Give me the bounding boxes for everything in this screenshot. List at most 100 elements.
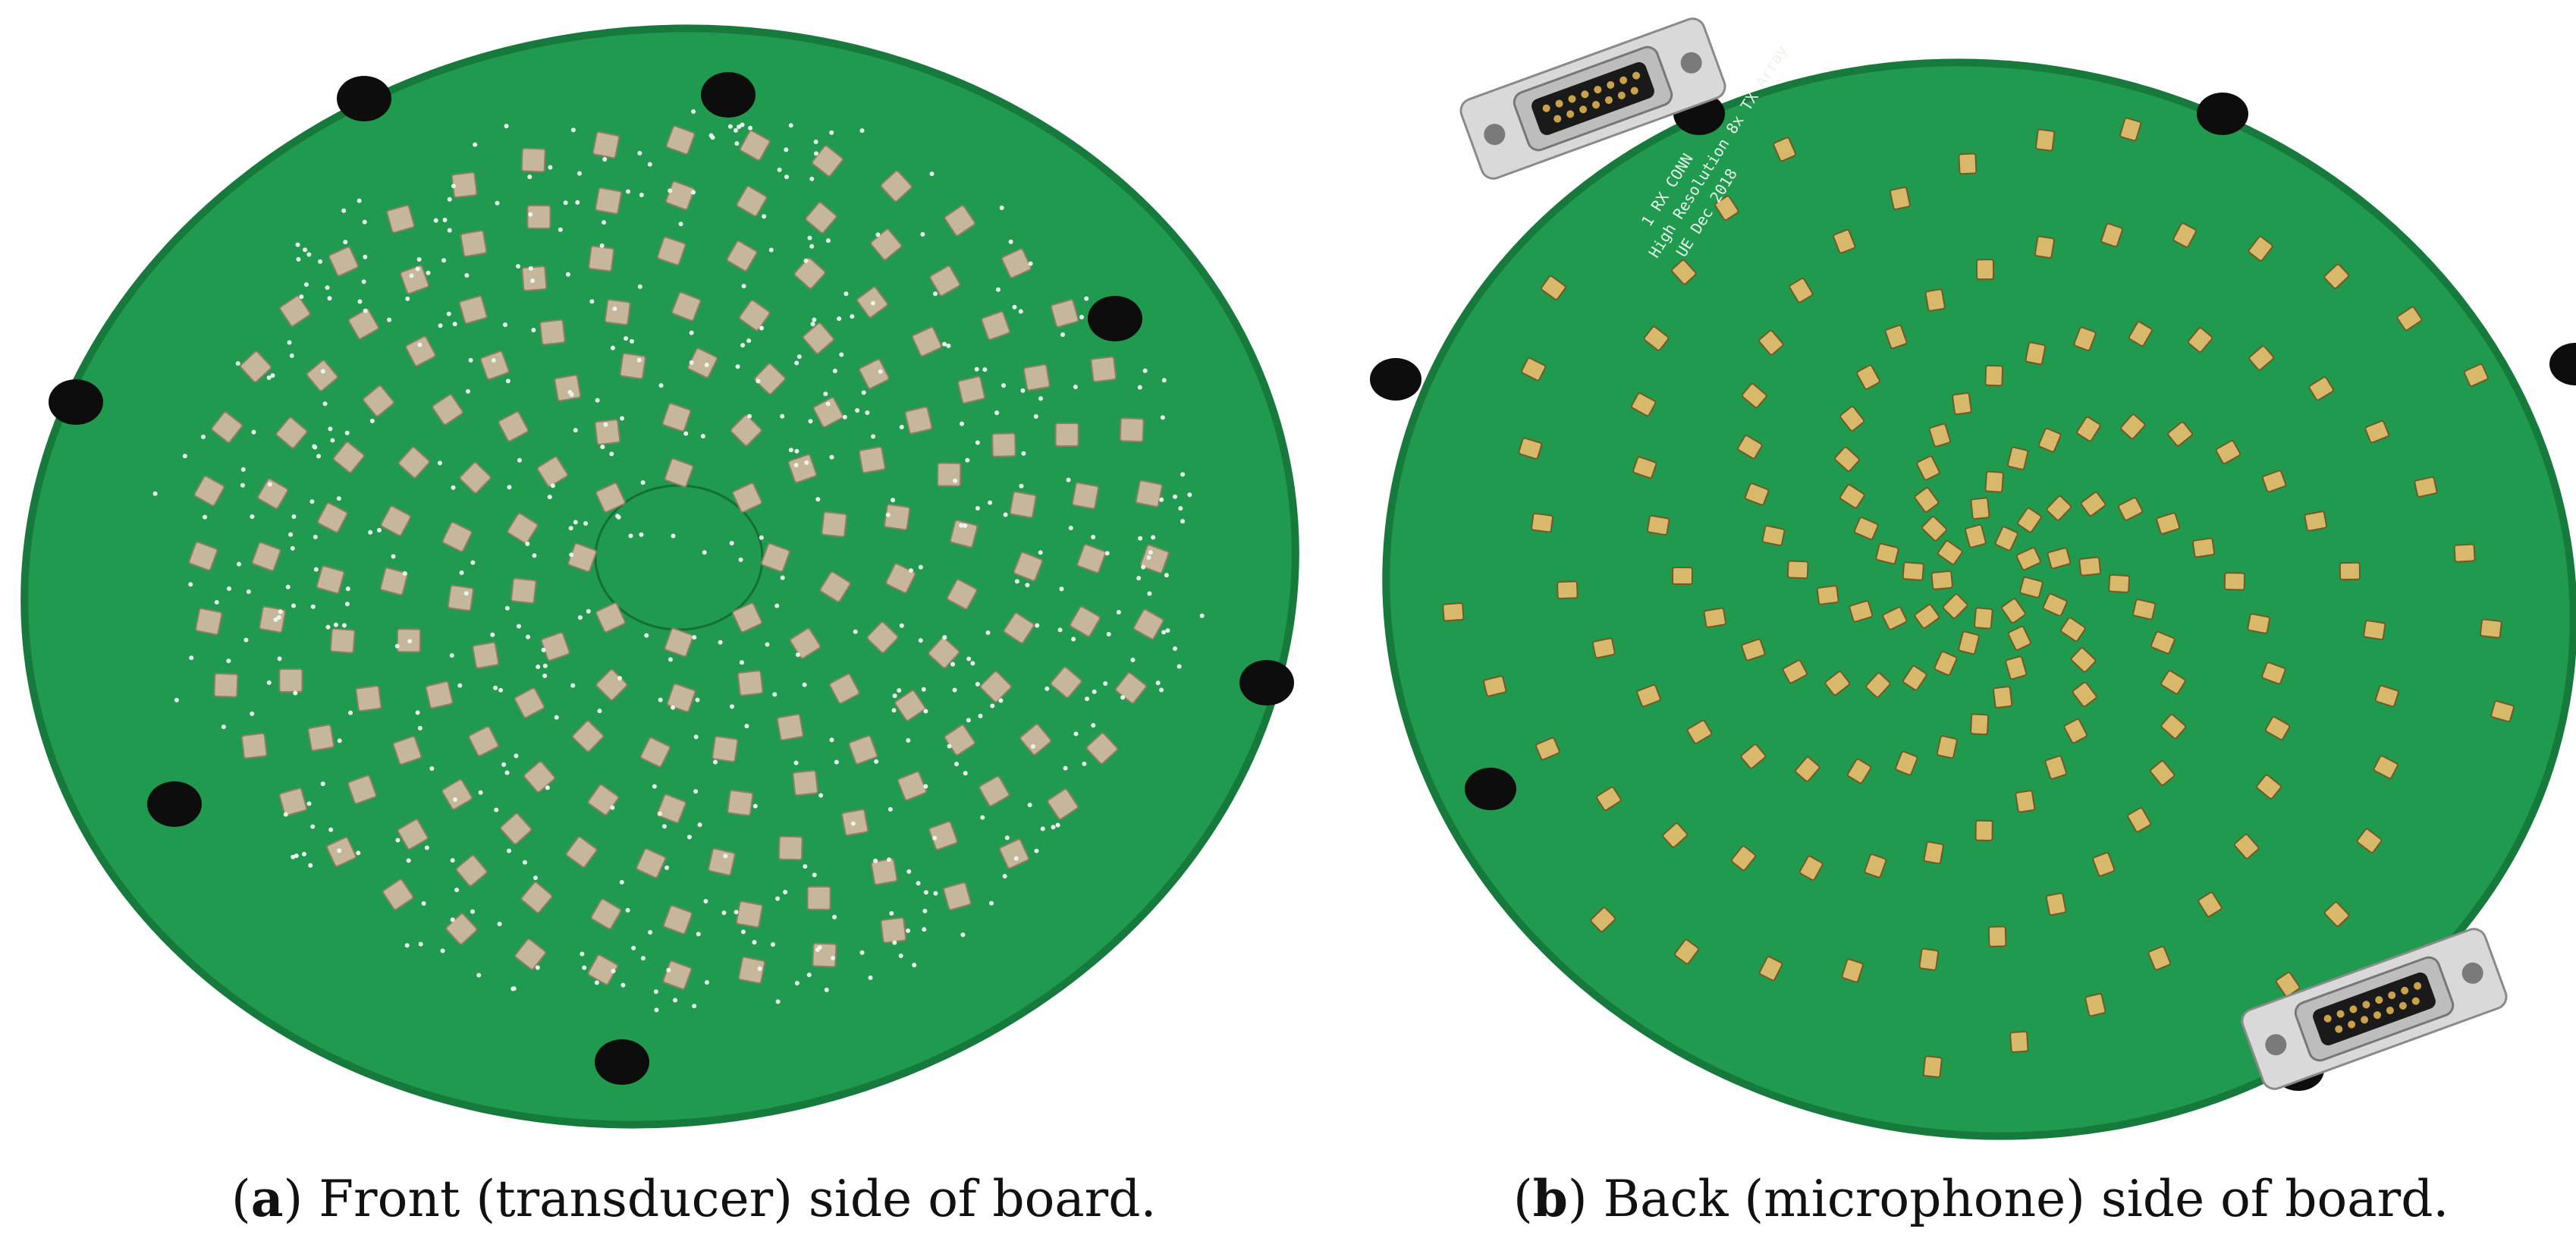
via [586, 609, 591, 614]
microphone [1959, 153, 1976, 174]
via [612, 306, 617, 311]
via [583, 521, 588, 526]
via [201, 435, 206, 439]
via [600, 244, 605, 248]
via [960, 422, 964, 426]
via [311, 605, 316, 609]
via [570, 683, 575, 688]
via [803, 864, 807, 869]
via [558, 228, 563, 232]
via [1019, 484, 1023, 489]
microphone [1902, 562, 1924, 580]
via [830, 737, 834, 742]
transducer [511, 578, 536, 603]
via [705, 363, 709, 367]
microphone [1971, 714, 1988, 734]
via [341, 209, 346, 213]
via [303, 247, 307, 252]
via [683, 432, 688, 436]
via [306, 253, 311, 257]
via [916, 881, 921, 885]
via [1173, 495, 1177, 499]
via [899, 954, 903, 958]
via [407, 639, 412, 643]
via [839, 352, 843, 357]
via [701, 434, 705, 438]
via [626, 908, 630, 913]
microphone [1704, 608, 1726, 627]
via [1025, 583, 1029, 587]
via [960, 932, 965, 937]
via [438, 323, 443, 328]
transducer [473, 642, 499, 668]
via [783, 890, 787, 894]
via [314, 567, 319, 572]
via [891, 708, 896, 712]
via [363, 220, 367, 225]
via [865, 410, 869, 415]
via [795, 981, 800, 985]
via [441, 258, 446, 262]
caption-b: (b) Back (microphone) side of board. [1513, 1164, 2449, 1233]
via [362, 279, 366, 284]
via [874, 759, 878, 764]
via [823, 391, 828, 396]
via [1082, 762, 1086, 766]
via [1147, 555, 1151, 560]
via [843, 415, 847, 420]
via [703, 899, 708, 903]
transducer [1023, 364, 1050, 391]
microphone [1557, 581, 1578, 599]
via [334, 623, 338, 627]
via [495, 201, 500, 206]
via [966, 656, 971, 661]
via [723, 853, 727, 858]
via [659, 383, 664, 388]
transducer [938, 463, 960, 486]
via [765, 642, 769, 646]
via [734, 141, 739, 146]
via [808, 419, 812, 423]
microphone [1989, 926, 2006, 947]
via [416, 710, 420, 715]
via [1020, 388, 1025, 393]
via [1038, 550, 1043, 555]
via [296, 243, 300, 247]
via [451, 184, 456, 188]
via [851, 822, 856, 826]
via [441, 948, 445, 953]
standoff [1088, 296, 1142, 341]
caption-b-letter: b [1533, 1169, 1568, 1228]
via [308, 863, 313, 868]
via [310, 825, 315, 829]
via [815, 947, 820, 952]
via [288, 533, 293, 537]
via [337, 496, 341, 501]
via [525, 542, 529, 546]
via [542, 674, 547, 678]
via [422, 901, 426, 906]
via [814, 140, 818, 144]
via [291, 604, 296, 608]
via [906, 929, 910, 933]
microphone [1531, 514, 1553, 533]
microphone [2414, 476, 2437, 497]
via [834, 760, 839, 765]
standoff [49, 379, 103, 425]
via [1164, 573, 1169, 577]
via [410, 273, 414, 278]
microphone [2025, 342, 2046, 365]
via [759, 536, 764, 540]
via [664, 866, 669, 870]
transducer [793, 771, 818, 796]
via [730, 704, 734, 709]
via [1105, 551, 1110, 555]
via [1004, 512, 1008, 517]
microphone [1443, 603, 1464, 621]
via [460, 570, 464, 575]
standoff [1239, 660, 1294, 705]
via [794, 463, 799, 467]
via [746, 338, 751, 343]
transducer [448, 585, 473, 611]
